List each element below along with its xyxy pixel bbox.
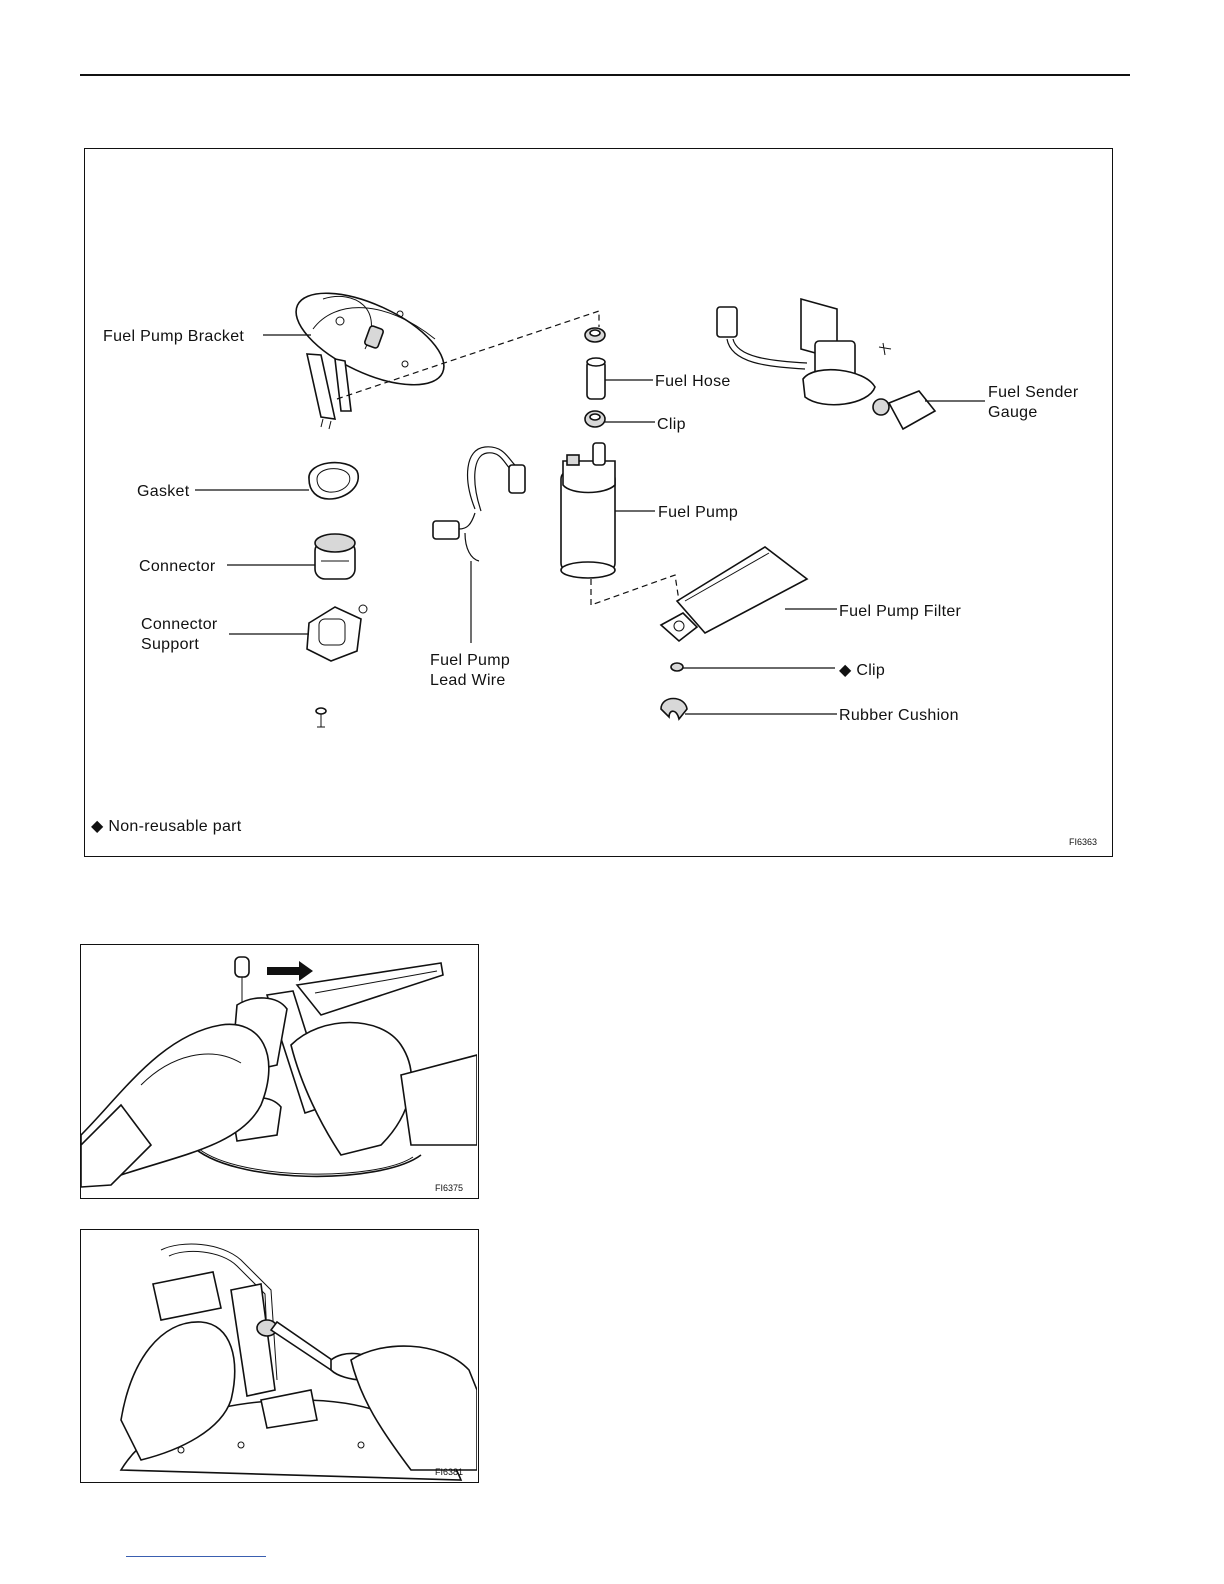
fuel-pump-bracket-drawing	[283, 274, 457, 429]
exploded-diagram-frame: Fuel Pump Bracket Gasket Connector Conne…	[84, 148, 1113, 857]
label-rubber-cushion: Rubber Cushion	[839, 707, 959, 724]
figure-id-photo-2: FI6381	[435, 1467, 463, 1477]
hose-clip-bottom-drawing	[585, 411, 605, 427]
label-fuel-hose: Fuel Hose	[655, 373, 731, 390]
illustration-remove-filter: FI6375	[81, 945, 477, 1197]
label-clip-upper: Clip	[657, 416, 686, 433]
label-fuel-pump-bracket: Fuel Pump Bracket	[103, 328, 244, 345]
label-fuel-pump-lead-wire-line2: Lead Wire	[430, 672, 506, 689]
label-fuel-sender-gauge-line1: Fuel Sender	[988, 384, 1079, 401]
illustration-remove-screw-frame: FI6381	[80, 1229, 479, 1483]
connector-drawing	[315, 534, 355, 579]
label-connector: Connector	[139, 558, 216, 575]
label-clip-lower: ◆ Clip	[839, 662, 885, 679]
fuel-pump-drawing	[561, 443, 615, 578]
label-fuel-pump: Fuel Pump	[658, 504, 738, 521]
illustration-remove-filter-frame: FI6375	[80, 944, 479, 1199]
label-fuel-pump-lead-wire-line1: Fuel Pump	[430, 652, 510, 669]
label-gasket: Gasket	[137, 483, 190, 500]
gasket-drawing	[309, 463, 358, 499]
header-rule	[80, 74, 1130, 76]
figure-id-photo-1: FI6375	[435, 1183, 463, 1193]
fuel-hose-drawing	[587, 358, 605, 399]
arrow-right-icon	[267, 961, 313, 981]
label-fuel-sender-gauge-line2: Gauge	[988, 404, 1038, 421]
label-fuel-pump-filter: Fuel Pump Filter	[839, 603, 962, 620]
fuel-pump-lead-wire-drawing	[433, 447, 525, 561]
fuel-pump-filter-drawing	[661, 547, 807, 641]
footer-link-underline[interactable]	[126, 1556, 266, 1557]
screw-drawing	[316, 708, 326, 727]
label-connector-support-line2: Support	[141, 636, 199, 653]
figure-id-main: FI6363	[1069, 837, 1097, 847]
legend-non-reusable: ◆ Non-reusable part	[91, 818, 242, 835]
connector-support-drawing	[307, 605, 367, 661]
exploded-diagram: Fuel Pump Bracket Gasket Connector Conne…	[85, 149, 1111, 855]
fuel-sender-gauge-drawing	[717, 299, 935, 429]
filter-clip-drawing	[671, 663, 683, 671]
illustration-remove-screw: FI6381	[81, 1230, 477, 1481]
assembly-line-filter	[591, 575, 679, 605]
rubber-cushion-drawing	[661, 699, 687, 720]
hose-clip-top-drawing	[585, 328, 605, 342]
label-connector-support-line1: Connector	[141, 616, 218, 633]
